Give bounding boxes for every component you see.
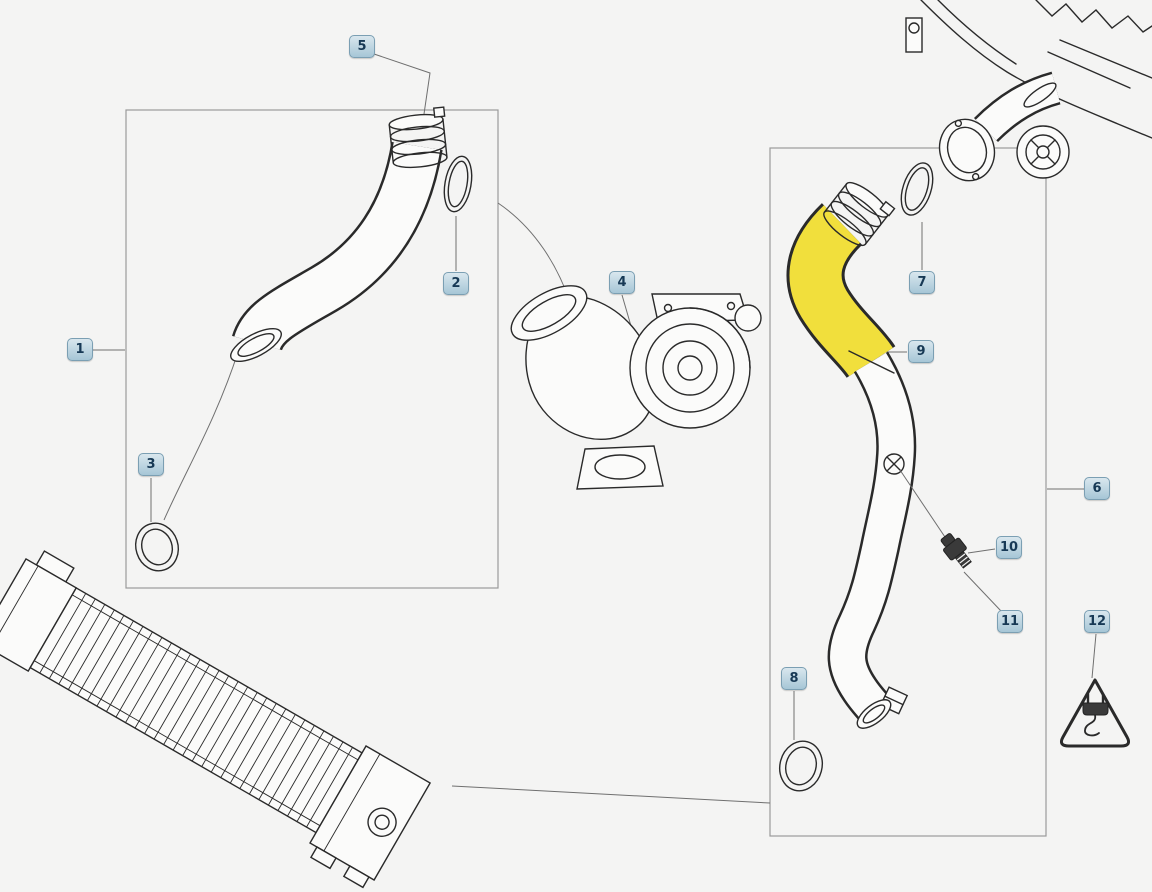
intercooler [0, 550, 432, 889]
sensor [940, 533, 972, 569]
group-box-right [769, 147, 1047, 837]
o-ring-2 [443, 155, 473, 213]
callout-10[interactable]: 10 [996, 536, 1022, 559]
callout-5[interactable]: 5 [349, 35, 375, 58]
callout-3[interactable]: 3 [138, 453, 164, 476]
pipe-clamp [823, 181, 896, 247]
callout-7[interactable]: 7 [909, 271, 935, 294]
callout-6[interactable]: 6 [1084, 477, 1110, 500]
charge-pipe-upper [230, 106, 448, 363]
bracket [905, 17, 923, 53]
engine-top-assembly [905, 0, 1152, 182]
callout-8[interactable]: 8 [781, 667, 807, 690]
pipe-opening [856, 699, 892, 729]
intercooler-boss [367, 807, 397, 837]
callout-11[interactable]: 11 [997, 610, 1023, 633]
charge-pipe-highlighted[interactable] [786, 176, 917, 733]
duct-clamp [1023, 82, 1057, 108]
plug-icon [1082, 692, 1109, 737]
o-ring-7 [900, 162, 934, 216]
pipe-opening [230, 327, 282, 363]
turbocharger [510, 285, 762, 490]
callout-4[interactable]: 4 [609, 271, 635, 294]
callout-1[interactable]: 1 [67, 338, 93, 361]
leader-lines [92, 53, 1097, 740]
callout-12[interactable]: 12 [1084, 610, 1110, 633]
o-ring-8 [779, 740, 823, 792]
wastegate-actuator [734, 304, 762, 332]
group-box-left [125, 109, 499, 589]
callout-2[interactable]: 2 [443, 272, 469, 295]
callout-9[interactable]: 9 [908, 340, 934, 363]
o-ring-3 [134, 522, 180, 572]
warning-triangle-icon [1060, 678, 1130, 748]
hose-clamp [388, 106, 448, 169]
throttle-flange [938, 118, 996, 182]
